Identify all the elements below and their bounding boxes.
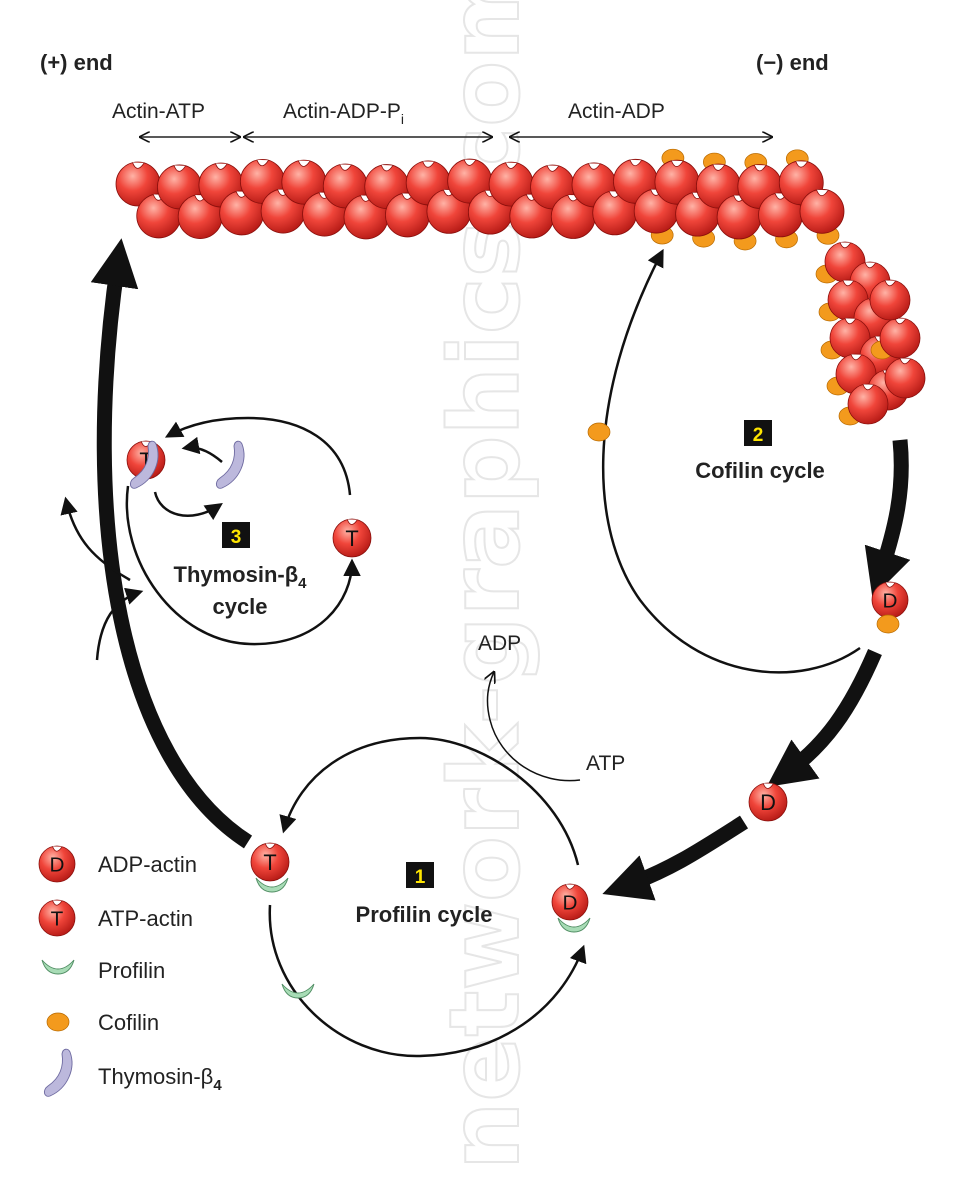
cofilin-legend-symbol (46, 1012, 70, 1032)
adp-actin-to-profilin-arrow (602, 815, 749, 901)
profilin-cycle-path-bottom (268, 904, 587, 1058)
free-adp-actin: D (748, 782, 788, 822)
filament-actin-subunit (654, 159, 700, 205)
profilin-on-atp-actin (255, 877, 289, 893)
profilin-on-adp-actin (557, 917, 591, 933)
fragment-actin-subunit (847, 383, 889, 425)
monomer-letter: D (760, 790, 776, 815)
monomer-letter: D (563, 892, 578, 915)
monomer-letter: D (883, 590, 898, 613)
legend-label: ADP-actin (98, 852, 197, 877)
cofilin-on-adp-actin (876, 614, 900, 634)
profilin-cycle-title: Profilin cycle (356, 902, 493, 927)
thymosin-branch-arrow-lower (95, 587, 144, 661)
adp-label: ADP (478, 632, 521, 655)
legend-item-adp-actin: D ADP-actin (38, 845, 197, 883)
thymosin-on-atp-actin (129, 440, 159, 489)
monomer-letter: T (51, 908, 64, 931)
profilin-legend-symbol (41, 959, 75, 975)
free-thymosin (215, 440, 245, 489)
cofilin-release-arrow (766, 649, 882, 788)
cofilin-adp-actin: D (871, 581, 909, 619)
cofilin-cycle-title: Cofilin cycle (695, 458, 825, 483)
thymosin-cycle-path-bottom (125, 485, 361, 646)
adp-actin-legend-symbol: D (38, 845, 76, 883)
filament-actin-subunit (488, 161, 534, 207)
thymosin-cycle-title-line2: cycle (212, 594, 267, 619)
profilin-cycle-number-badge: 1 (406, 862, 434, 888)
atp-actin-legend-symbol: T (38, 899, 76, 937)
svg-text:2: 2 (753, 425, 764, 446)
atp-adp-exchange-arrow (487, 672, 581, 782)
minus-end-label: (−) end (756, 50, 829, 75)
fragment-actin-subunit (884, 357, 926, 399)
thymosin-bind-arrow (153, 491, 223, 521)
profilin-cycle-path-top (279, 736, 580, 866)
legend-item-profilin: Profilin (41, 958, 165, 983)
legend-item-cofilin: Cofilin (46, 1010, 159, 1035)
legend-item-thymosin: Thymosin-β4 (43, 1048, 222, 1097)
thymosin-cycle-number-badge: 3 (222, 522, 250, 548)
actin-filament (115, 148, 845, 251)
free-atp-actin: T (332, 518, 372, 558)
profilin-adp-actin: D (551, 883, 589, 921)
monomer-letter: D (50, 854, 65, 877)
thymosin-cycle-path-top (164, 416, 352, 496)
thymosin-release-arrow (181, 436, 223, 463)
fragment-actin-subunit (869, 279, 911, 321)
free-profilin (281, 983, 315, 999)
legend-item-atp-actin: T ATP-actin (38, 899, 193, 937)
thymosin-branch-arrow-upper (60, 496, 131, 582)
legend-label: Thymosin-β4 (98, 1064, 222, 1094)
severed-filament-fragment (815, 241, 926, 426)
actin-atp-region-label: Actin-ATP (112, 100, 205, 123)
svg-text:1: 1 (415, 867, 426, 888)
polymerization-arrow (90, 238, 253, 849)
monomer-letter: T (345, 526, 358, 551)
filament-actin-subunit (799, 188, 845, 234)
fragment-actin-subunit (879, 317, 921, 359)
atp-label: ATP (586, 752, 625, 775)
legend-label: ATP-actin (98, 906, 193, 931)
depolymerization-arrow (864, 439, 911, 598)
svg-text:3: 3 (231, 527, 242, 548)
legend-label: Profilin (98, 958, 165, 983)
thymosin-cycle-title: Thymosin-β4 (174, 562, 308, 592)
actin-adp-pi-region-label: Actin-ADP-Pi (283, 100, 404, 127)
legend-label: Cofilin (98, 1010, 159, 1035)
cofilin-cycle-number-badge: 2 (744, 420, 772, 446)
cofilin-cycle-path (601, 248, 861, 674)
monomer-letter: T (263, 850, 276, 875)
profilin-atp-actin: T (250, 842, 290, 882)
actin-adp-region-label: Actin-ADP (568, 100, 665, 123)
thymosin-legend-symbol (43, 1048, 73, 1097)
free-cofilin (587, 422, 611, 442)
plus-end-label: (+) end (40, 50, 113, 75)
